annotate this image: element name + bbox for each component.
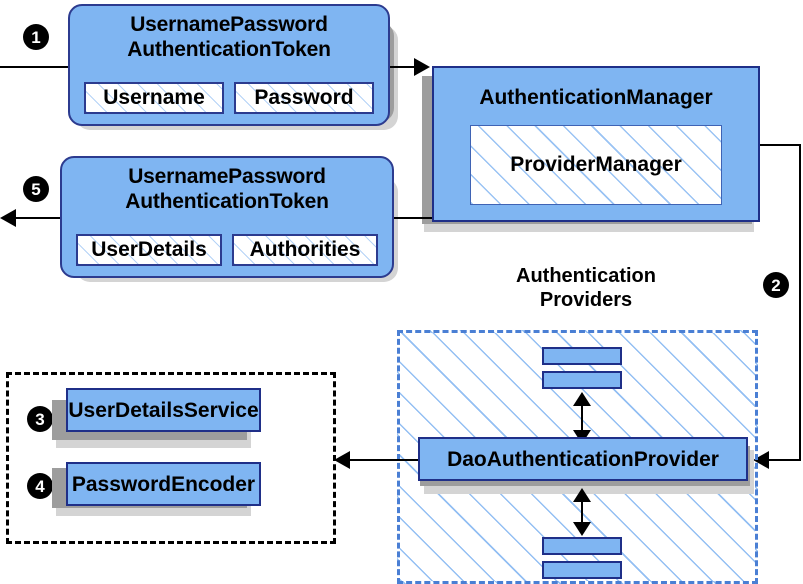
response-arrowhead [0,209,16,227]
request-token-title-line2: AuthenticationToken [127,38,331,61]
request-token-title-line1: UsernamePassword [130,13,328,36]
token-to-manager-arrowhead [414,58,430,76]
provider-bar-bottom-2[interactable] [542,561,622,579]
dao-authentication-provider-box[interactable]: DaoAuthenticationProvider [418,437,748,481]
provider-to-dependencies-arrowhead [334,451,350,469]
authentication-manager-box[interactable]: AuthenticationManager ProviderManager [432,66,760,222]
response-token-title-line2: AuthenticationToken [125,190,329,213]
provider-link-down-arrowhead-bottom [573,522,591,536]
passwordencoder-box[interactable]: PasswordEncoder [66,462,261,506]
request-token-title: UsernamePassword AuthenticationToken [70,12,388,62]
step-3-bullet: 3 [27,406,53,432]
manager-to-response-line [394,217,432,219]
manager-to-provider-line-vertical [799,144,801,461]
passwordencoder-label: PasswordEncoder [71,473,256,496]
response-token-box[interactable]: UsernamePassword AuthenticationToken Use… [60,156,394,278]
authentication-manager-title: AuthenticationManager [479,86,713,109]
providers-caption-line1: Authentication [516,265,656,287]
provider-link-up-line [581,396,583,436]
slot-password[interactable]: Password [234,82,374,114]
slot-userdetails[interactable]: UserDetails [76,234,222,266]
step-1-bullet: 1 [23,24,49,50]
incoming-request-line [0,66,78,68]
response-token-title-line1: UsernamePassword [128,165,326,188]
token-to-manager-line [390,66,424,68]
authentication-providers-caption: Authentication Providers [470,264,702,312]
request-token-slots: Username Password [84,82,374,114]
provider-bar-top-2[interactable] [542,371,622,389]
provider-link-down-line [581,492,583,528]
manager-to-provider-line-top [760,144,801,146]
provider-bar-top-1[interactable] [542,347,622,365]
step-4-bullet: 4 [27,473,53,499]
slot-authorities[interactable]: Authorities [232,234,378,266]
step-5-bullet: 5 [23,176,49,202]
step-2-bullet: 2 [763,272,789,298]
userdetailsservice-label: UserDetailsService [68,399,259,422]
response-line [14,217,78,219]
response-token-slots: UserDetails Authorities [76,234,378,266]
manager-to-provider-line-bottom [765,459,801,461]
provider-to-dependencies-line [348,459,418,461]
userdetailsservice-box[interactable]: UserDetailsService [66,388,261,432]
request-token-box[interactable]: UsernamePassword AuthenticationToken Use… [68,4,390,126]
response-token-title: UsernamePassword AuthenticationToken [62,164,392,214]
provider-bar-bottom-1[interactable] [542,537,622,555]
provider-manager-panel[interactable]: ProviderManager [470,125,722,205]
providers-caption-line2: Providers [539,289,633,311]
slot-username[interactable]: Username [84,82,224,114]
dao-authentication-provider-title: DaoAuthenticationProvider [447,448,719,471]
